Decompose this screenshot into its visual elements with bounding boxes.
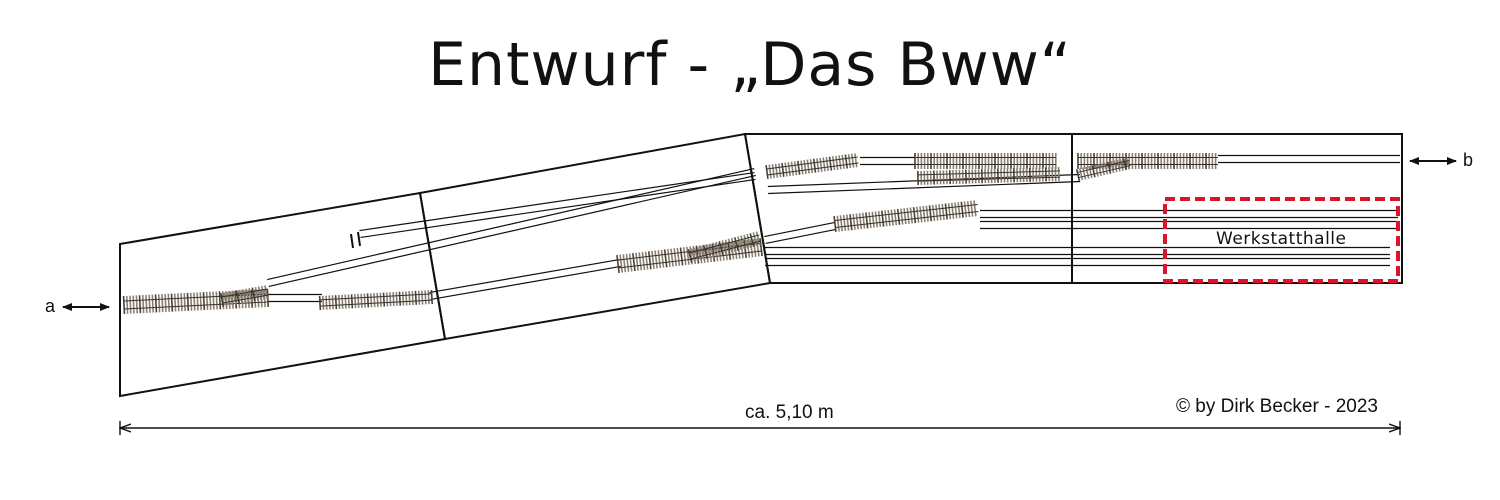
turnout-10 [1077,153,1218,169]
turnout-8 [917,167,1061,186]
turnout-7 [914,153,1057,169]
end-b-label: b [1463,150,1474,170]
track-7-rail-1 [765,228,836,245]
track-4-rail-1 [360,178,756,239]
workshop-hall-label: Werkstatthalle [1216,229,1347,249]
length-label: ca. 5,10 m [745,402,834,423]
module-2 [418,132,772,341]
diagram-title: Entwurf - „Das Bww“ [428,30,1072,100]
turnout-3 [318,289,434,311]
track-7-rail-2 [764,221,835,238]
copyright-label: © by Dirk Becker - 2023 [1176,396,1378,417]
turnout-5 [687,231,761,263]
turnout-6 [765,153,859,180]
track-4-rail-2 [359,171,755,232]
workshop-hall-outline [1163,197,1400,283]
turnouts [122,153,1218,315]
turnout-11 [1075,157,1131,182]
end-a-label: a [45,296,56,316]
turnout-2 [220,285,269,308]
track-6-rail-1 [768,180,1081,195]
track-3-rail-1 [430,265,621,301]
module-3 [743,133,1073,284]
baseboard-modules [119,132,1403,398]
module-4 [1071,133,1403,284]
track-2-rail-2 [267,168,755,281]
buffer-stop [350,231,361,249]
plain-tracks [267,154,1400,303]
track-2-rail-1 [268,174,756,287]
track-3-rail-2 [429,258,620,294]
turnout-9 [833,200,979,233]
